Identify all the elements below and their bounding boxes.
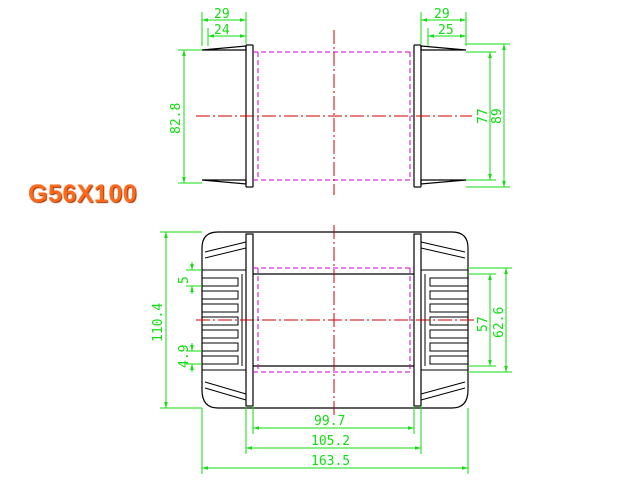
dim-right-flange-inner: 25	[438, 23, 454, 38]
dim-height-right-outer: 89	[490, 108, 505, 124]
dim-fin-gap: 4.9	[177, 345, 192, 368]
top-view: 29 24 29 25 82.8 77 89	[169, 7, 510, 195]
dim-top-fin: 5	[177, 276, 192, 284]
dim-overall-width: 163.5	[311, 454, 350, 469]
front-diagonals	[204, 241, 466, 401]
fin-bands	[202, 269, 468, 371]
dim-height-left: 82.8	[169, 103, 184, 134]
dim-right-flange-outer: 29	[434, 7, 450, 22]
front-view-dimension-lines	[160, 231, 512, 474]
dim-inner-height: 57	[476, 316, 491, 332]
centerlines	[196, 30, 472, 195]
dim-overall-height: 110.4	[151, 303, 166, 342]
part-title: G56X100	[28, 180, 138, 208]
dim-height-right-inner: 77	[476, 108, 491, 124]
dim-window-height: 62.6	[492, 307, 507, 338]
dim-left-flange-inner: 24	[214, 23, 230, 38]
dim-left-flange-outer: 29	[214, 7, 230, 22]
front-view: 110.4 5 4.9 57 62.6 99.7 105.2 163.5	[151, 225, 512, 474]
top-view-dimension-text: 29 24 29 25 82.8 77 89	[169, 7, 505, 134]
right-fins	[424, 274, 468, 366]
front-centerlines	[196, 225, 474, 415]
body-outline	[201, 231, 469, 409]
dim-inner-width: 99.7	[314, 414, 345, 429]
top-view-dimension-lines	[178, 12, 510, 188]
top-pins	[201, 45, 467, 185]
dim-flange-width: 105.2	[311, 434, 350, 449]
front-view-dimension-text: 110.4 5 4.9 57 62.6 99.7 105.2 163.5	[151, 276, 507, 469]
